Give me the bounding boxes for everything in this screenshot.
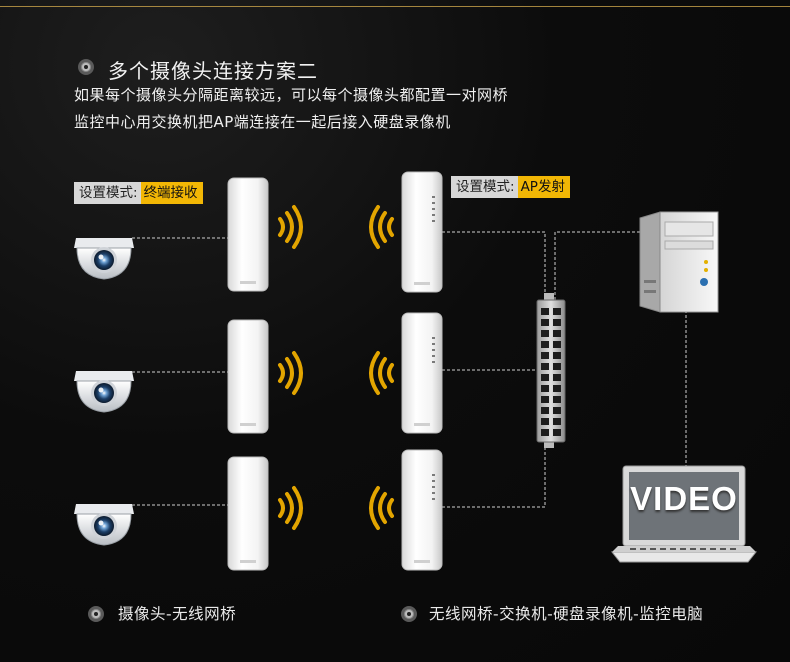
signal-wave-icon [369, 486, 394, 530]
network-switch-icon [536, 293, 566, 448]
wireless-bridge-ap-icon [401, 171, 443, 293]
camera-icon [73, 370, 135, 413]
signal-wave-icon [369, 205, 394, 249]
monitoring-laptop-icon [610, 465, 758, 563]
footer-bullet-icon [401, 606, 417, 622]
mode-label-client: 设置模式:终端接收 [74, 182, 203, 204]
signal-wave-icon [369, 351, 394, 395]
mode-key: 设置模式: [74, 182, 141, 204]
mode-label-ap: 设置模式:AP发射 [451, 176, 570, 198]
description-line-1: 如果每个摄像头分隔距离较远，可以每个摄像头都配置一对网桥 [74, 86, 509, 104]
footer-caption-right: 无线网桥-交换机-硬盘录像机-监控电脑 [429, 605, 704, 623]
wireless-bridge-ap-icon [401, 449, 443, 571]
wireless-bridge-ap-icon [401, 312, 443, 434]
wireless-bridge-client-icon [227, 319, 269, 434]
signal-wave-icon [278, 351, 303, 395]
camera-icon [73, 237, 135, 280]
footer-bullet-icon [88, 606, 104, 622]
monitor-screen-text: VIDEO [630, 480, 738, 517]
signal-wave-icon [278, 205, 303, 249]
connection-lines [132, 231, 687, 508]
signal-wave-icon [278, 486, 303, 530]
dvr-recorder-icon [639, 211, 719, 313]
mode-value: 终端接收 [140, 182, 203, 204]
camera-icon [73, 503, 135, 546]
wireless-bridge-client-icon [227, 177, 269, 292]
page-title: 多个摄像头连接方案二 [108, 59, 318, 83]
mode-key: 设置模式: [451, 176, 518, 198]
footer-caption-left: 摄像头-无线网桥 [118, 605, 237, 623]
top-divider [0, 6, 790, 7]
mode-value: AP发射 [517, 176, 570, 198]
title-bullet-icon [78, 59, 94, 75]
wireless-bridge-client-icon [227, 456, 269, 571]
description-line-2: 监控中心用交换机把AP端连接在一起后接入硬盘录像机 [74, 113, 451, 131]
